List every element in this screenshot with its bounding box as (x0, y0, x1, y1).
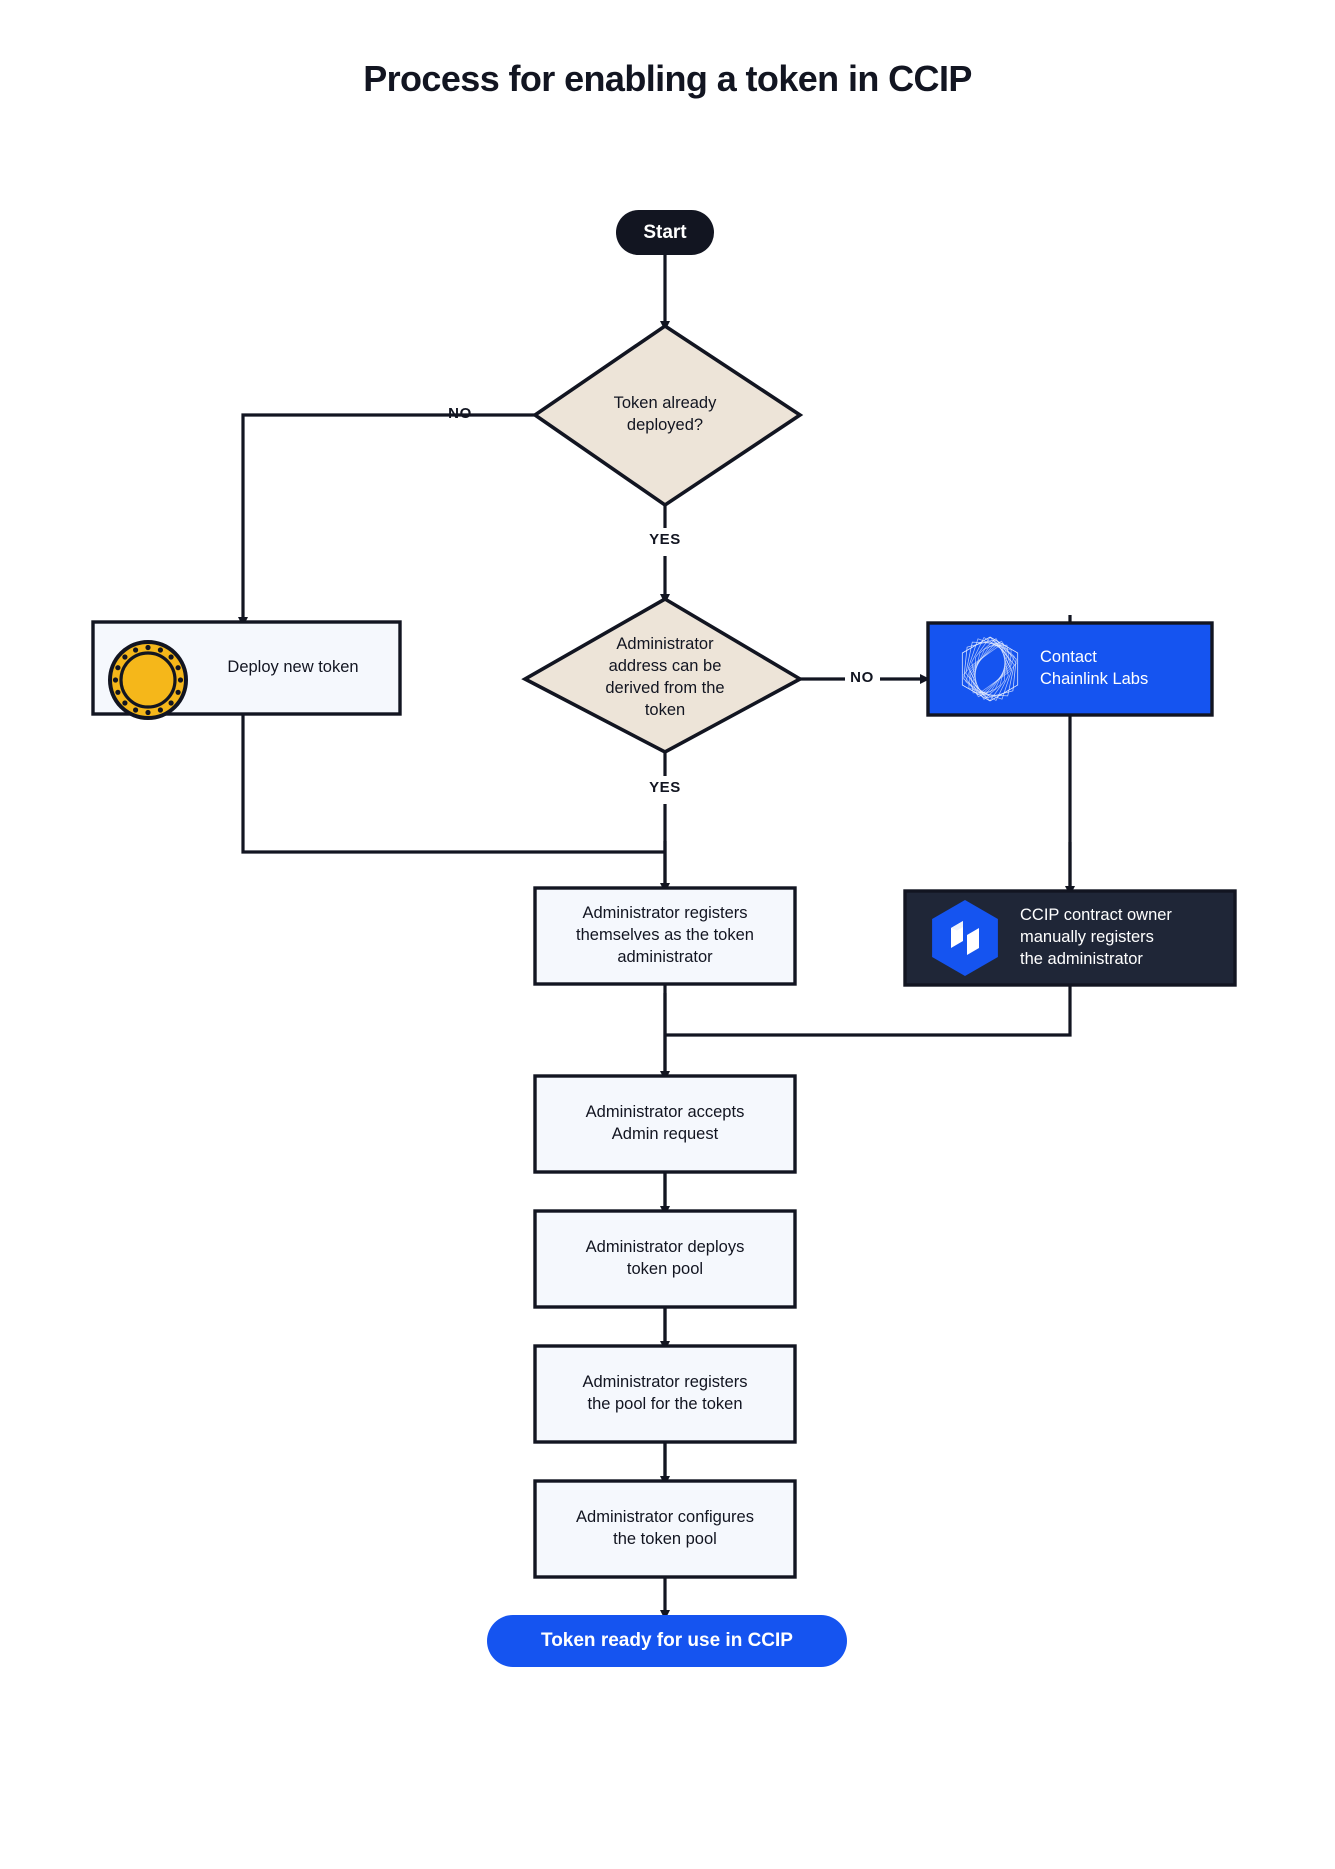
edge-decision1-no (238, 413, 535, 627)
edge-label-no-admin-derived: NO (850, 669, 874, 686)
edge-deploy-merge (241, 713, 665, 854)
gold-coin-icon (108, 640, 188, 720)
edge-label-no-token-deployed: NO (448, 405, 472, 422)
node-decision-token-deployed[interactable] (531, 323, 804, 508)
node-admin-accepts-request[interactable] (533, 1074, 797, 1174)
node-start[interactable] (616, 210, 714, 255)
node-admin-registers-self[interactable] (533, 886, 797, 986)
node-decision-admin-derived[interactable] (521, 596, 804, 755)
node-admin-deploys-pool[interactable] (533, 1209, 797, 1309)
page-title: Process for enabling a token in CCIP (363, 58, 972, 99)
ccip-hexagon-icon (932, 900, 998, 976)
chainlink-labs-logo-icon (961, 636, 1019, 702)
node-token-ready[interactable] (487, 1615, 847, 1667)
edge-label-yes-token-deployed: YES (649, 531, 681, 548)
node-admin-configures-pool[interactable] (533, 1479, 797, 1579)
edge-label-yes-admin-derived: YES (649, 779, 681, 796)
node-admin-registers-pool[interactable] (533, 1344, 797, 1444)
